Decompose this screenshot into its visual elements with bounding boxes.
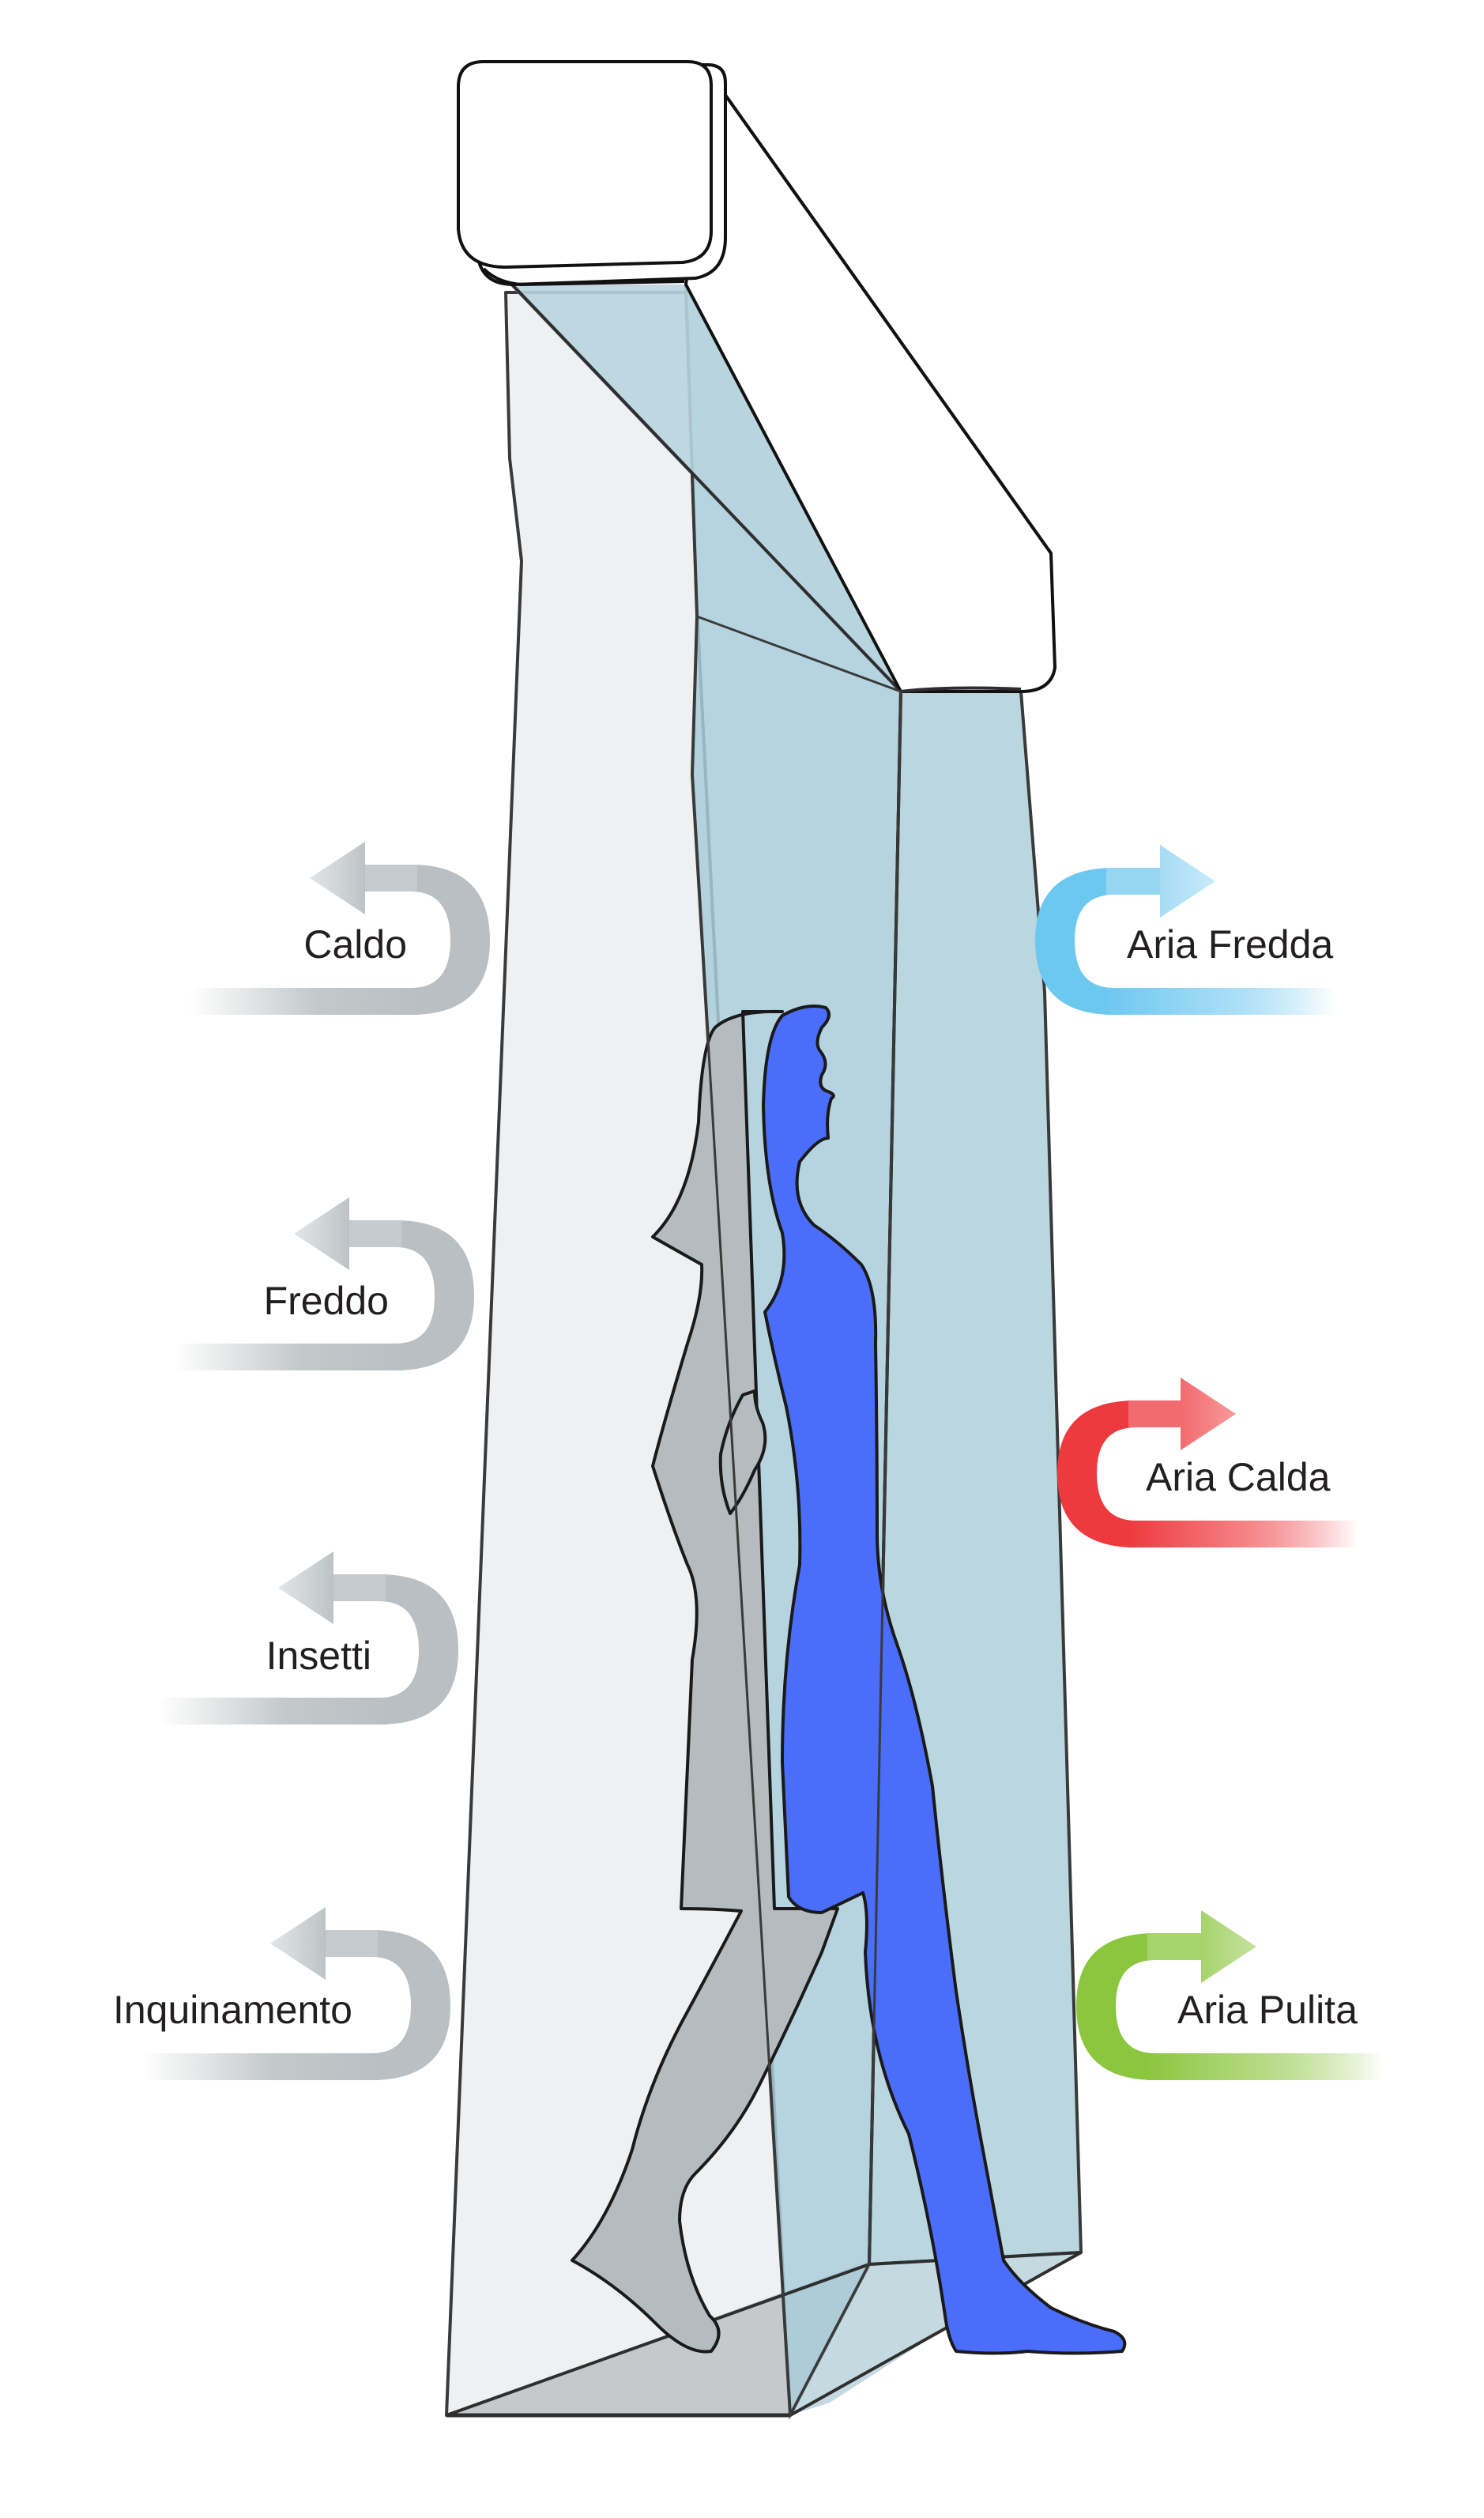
label-aria-fredda: Aria Fredda [1127, 922, 1333, 967]
air-curtain-unit [457, 60, 1057, 693]
arrow-caldo [190, 842, 490, 1015]
label-freddo: Freddo [264, 1279, 389, 1323]
label-inquinamento: Inquinamento [113, 1988, 352, 2032]
label-aria-pulita: Aria Pulita [1177, 1988, 1358, 2032]
arrow-insetti [158, 1551, 458, 1725]
label-caldo: Caldo [303, 922, 407, 967]
arrow-aria-fredda [1035, 845, 1335, 1015]
arrow-aria-pulita [1076, 1910, 1384, 2080]
label-aria-calda: Aria Calda [1146, 1455, 1331, 1499]
arrow-aria-calda [1057, 1378, 1358, 1547]
arrow-freddo [174, 1197, 474, 1370]
arrow-inquinamento [142, 1907, 450, 2080]
person-inside-silhouette [762, 1005, 1127, 2355]
curtain-edge [691, 614, 902, 2420]
label-insetti: Insetti [266, 1634, 371, 1678]
